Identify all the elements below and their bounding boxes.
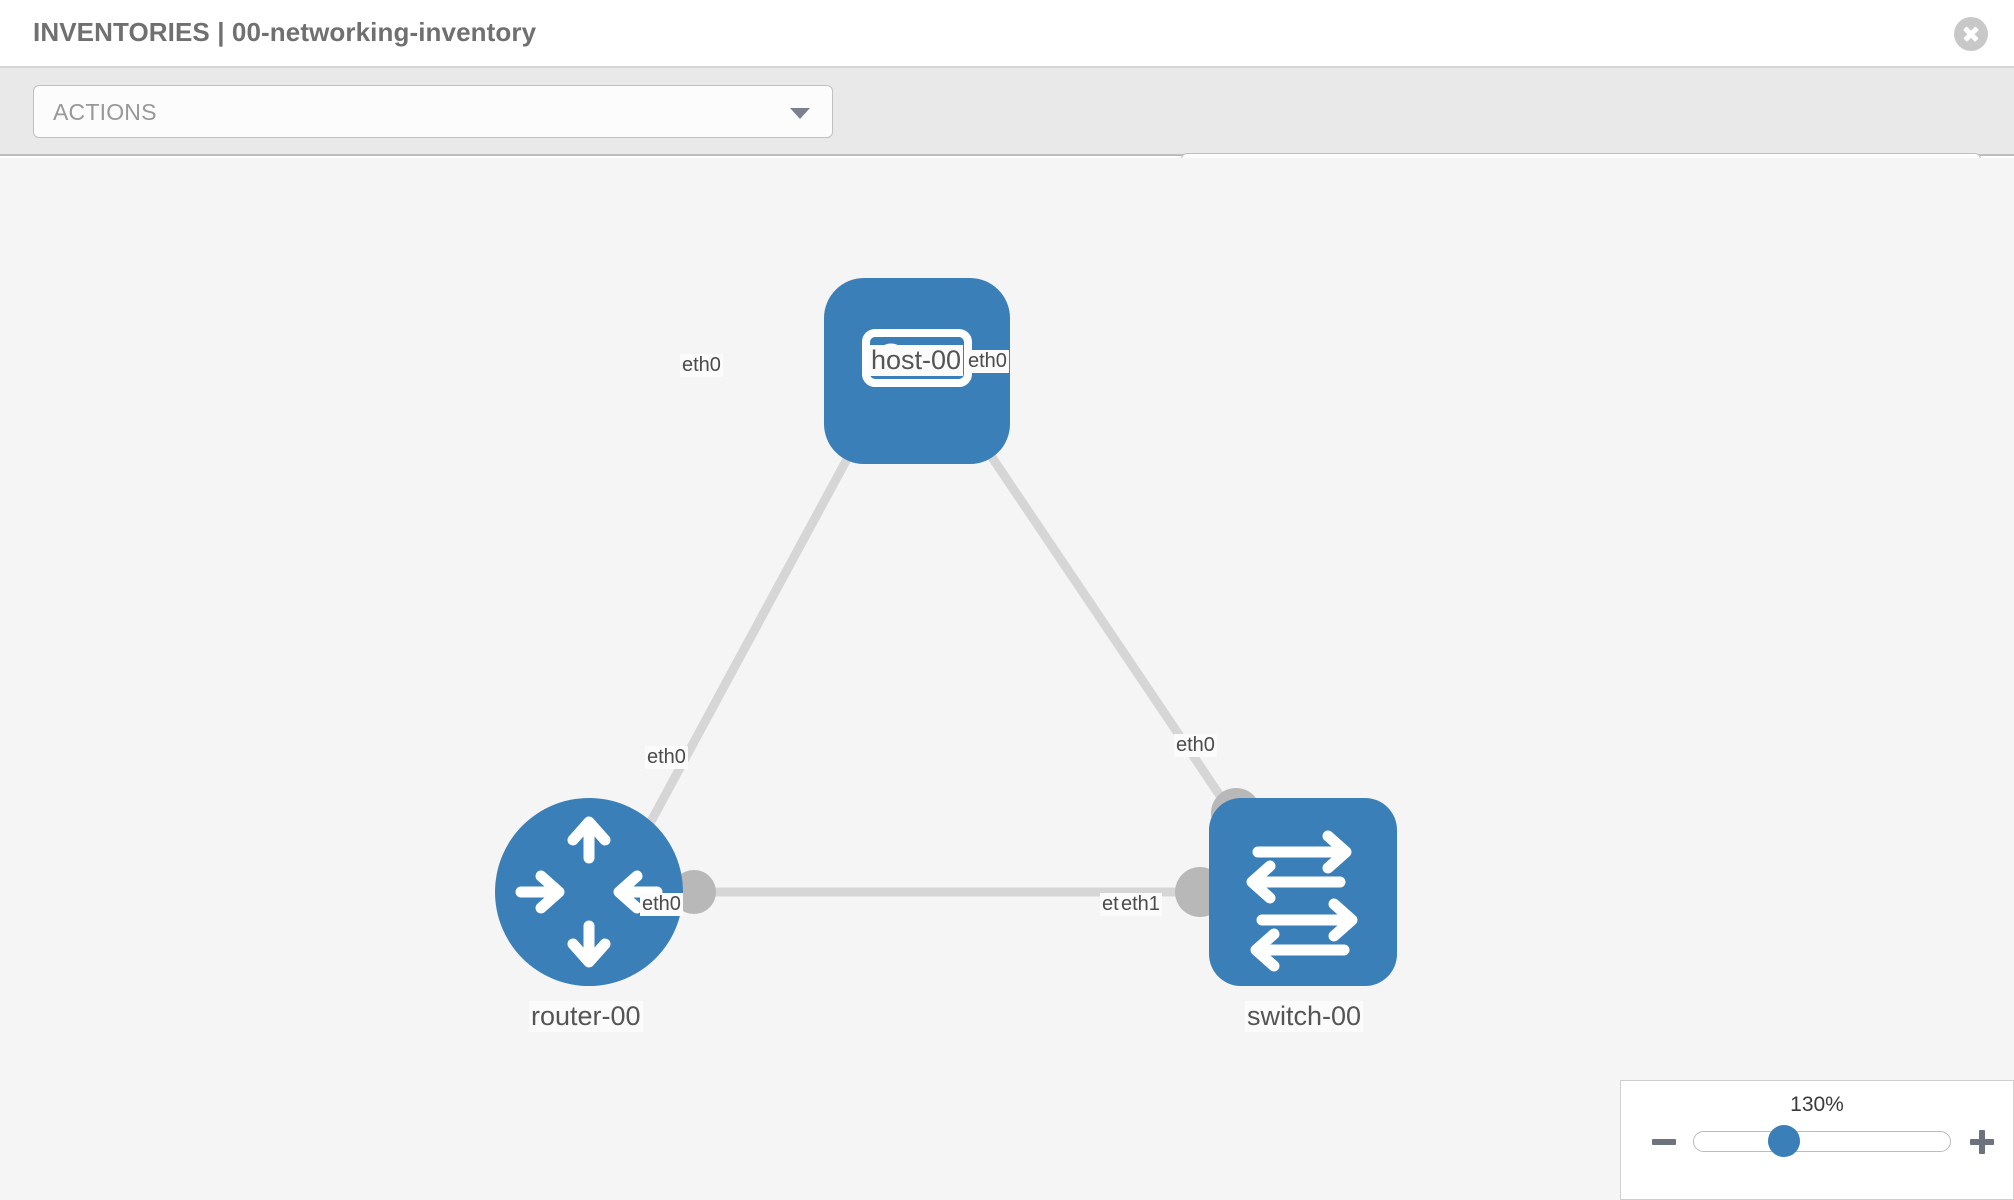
edge-host-switch <box>948 395 1266 861</box>
port-label: eth0 <box>1174 734 1217 757</box>
port-label: eth0 <box>640 893 683 916</box>
switch-icon <box>1246 830 1358 972</box>
actions-dropdown[interactable]: ACTIONS <box>33 85 833 138</box>
node-label-switch-00: switch-00 <box>1245 1001 1364 1033</box>
actions-dropdown-label: ACTIONS <box>53 99 157 125</box>
topology-canvas[interactable]: eth0 eth0 eth0 eth0 eth1 eth0 eth0 host-… <box>0 158 2014 1200</box>
node-label-router-00: router-00 <box>529 1001 643 1033</box>
toolbar: ACTIONS SEARCH <box>0 68 2014 206</box>
zoom-slider-thumb[interactable] <box>1768 1125 1800 1157</box>
port-label: eth0 <box>680 354 723 377</box>
zoom-level-label: 130% <box>1790 1093 1844 1116</box>
port-label: eth1 <box>1119 893 1162 916</box>
edge-group <box>624 395 1266 897</box>
port-label: eth0 <box>645 746 688 769</box>
port-router-right <box>672 870 716 914</box>
zoom-control-panel: 130% <box>1620 1080 2014 1200</box>
node-switch-00 <box>1209 798 1397 986</box>
port-label: eth0 <box>966 350 1009 373</box>
zoom-slider[interactable] <box>1693 1131 1951 1152</box>
page-header: INVENTORIES | 00-networking-inventory <box>0 0 2014 68</box>
edge-host-router <box>624 395 884 867</box>
plus-icon[interactable] <box>1967 1127 1997 1157</box>
chevron-down-icon <box>790 108 810 119</box>
node-label-host-00: host-00 <box>869 345 964 377</box>
topology-graph <box>495 278 1397 986</box>
minus-icon[interactable] <box>1649 1127 1679 1157</box>
node-router-00 <box>495 798 683 986</box>
router-icon <box>515 816 663 968</box>
close-icon[interactable] <box>1954 17 1988 51</box>
page-title: INVENTORIES | 00-networking-inventory <box>33 17 537 47</box>
